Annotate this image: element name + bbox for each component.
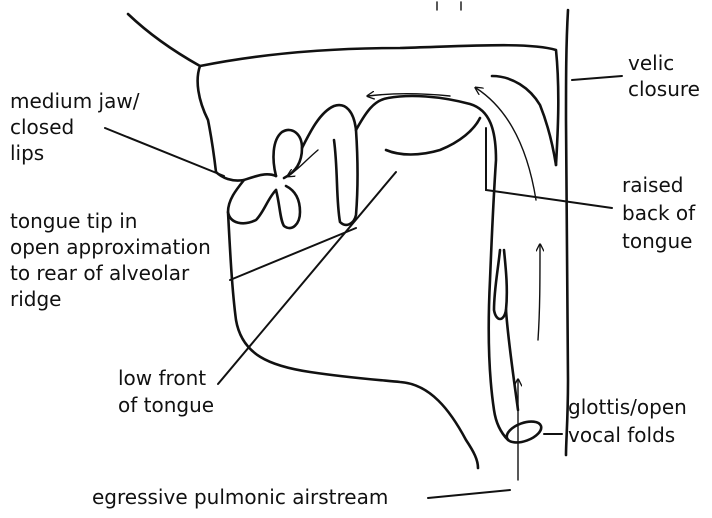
glottis: [504, 417, 544, 446]
epiglottis: [494, 250, 507, 319]
label-medium-jaw: medium jaw/: [10, 89, 140, 113]
lower-teeth: [276, 186, 300, 228]
label-open-approximation: open approximation: [10, 235, 211, 259]
leader-velic: [572, 76, 622, 80]
leader-back: [486, 128, 612, 208]
label-tongue-tip: tongue tip in: [10, 209, 137, 233]
face-outline: [128, 14, 216, 172]
label-low-front: low front: [118, 366, 206, 390]
airflow-arrow-mid: [538, 245, 540, 340]
label-back-of: back of: [622, 201, 696, 225]
jaw-outline: [228, 212, 478, 468]
lower-lip: [228, 180, 276, 223]
label-airstream: egressive pulmonic airstream: [92, 485, 388, 509]
label-tongue-back: tongue: [622, 229, 692, 253]
leader-airstream: [428, 490, 510, 498]
label-glottis: glottis/open: [568, 395, 687, 419]
label-raised: raised: [622, 173, 683, 197]
leader-front: [218, 172, 396, 384]
label-vocal-folds: vocal folds: [568, 423, 675, 447]
larynx-front: [506, 310, 518, 410]
pharynx-back-wall: [566, 10, 568, 455]
label-of-tongue: of tongue: [118, 393, 214, 417]
upper-teeth: [274, 130, 302, 178]
label-velic: velic: [628, 51, 674, 75]
label-lips: lips: [10, 141, 44, 165]
label-closed: closed: [10, 115, 74, 139]
leader-jaw: [105, 128, 224, 176]
palate-outline: [200, 45, 558, 165]
label-rear-alveolar: to rear of alveolar: [10, 261, 190, 285]
top-tick-marks: [437, 2, 461, 10]
label-ridge: ridge: [10, 287, 61, 311]
tongue-tip: [302, 105, 358, 225]
leader-tip: [230, 228, 356, 280]
airflow-arrow-mouth: [288, 150, 318, 176]
tongue-root: [386, 118, 480, 155]
label-closure: closure: [628, 77, 700, 101]
upper-lip: [216, 172, 276, 181]
